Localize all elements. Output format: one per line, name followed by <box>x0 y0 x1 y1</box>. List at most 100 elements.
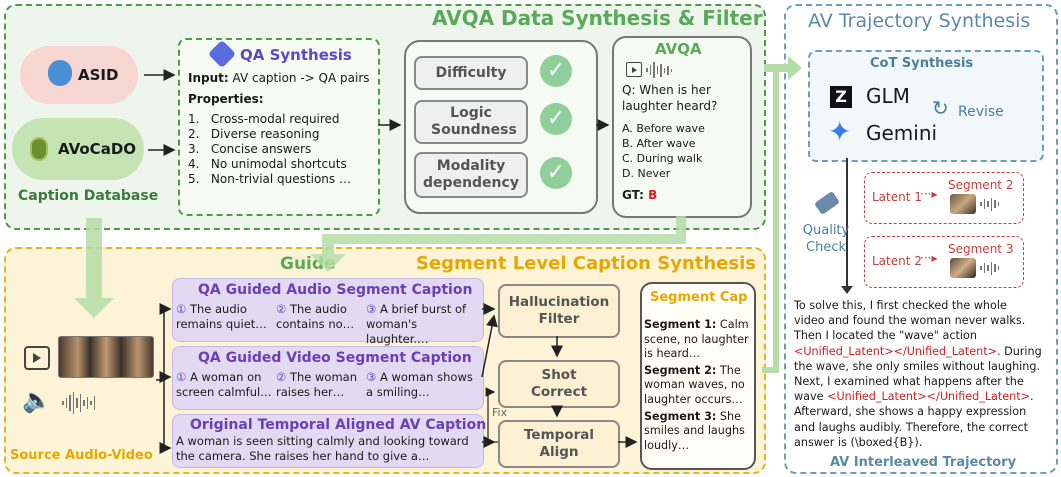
qa-input-label: Input: <box>188 71 229 85</box>
segment-cap-box <box>640 282 756 470</box>
audio-caption-box <box>172 278 484 342</box>
video-caption-title: QA Guided Video Segment Caption <box>198 350 472 366</box>
original-caption-box <box>172 414 484 468</box>
audio-caption-1: ① The audio remains quiet… <box>176 302 276 332</box>
asid-label: ASID <box>78 66 119 84</box>
revise-label: Revise <box>958 104 1004 120</box>
video-icon <box>626 62 642 77</box>
segment-cap-list: Segment 1: Calm scene, no laughter is he… <box>644 318 752 453</box>
audio-caption-3: ③ A brief burst of woman's laughter.… <box>366 302 482 347</box>
shot-correct-box: Shot Correct <box>498 360 620 408</box>
segment-caption-title: Segment Level Caption Synthesis <box>416 253 756 274</box>
video-caption-1-num: ① <box>176 370 187 384</box>
trajectory-line-5: the wave, she only smiles without laughi… <box>794 359 1041 373</box>
video-caption-3-text: A woman shows a smiling… <box>366 370 473 399</box>
avqa-gt-label: GT: <box>622 188 644 202</box>
avqa-gt: GT: B <box>622 188 657 202</box>
trajectory-title: AV Trajectory Synthesis <box>808 10 1031 32</box>
audio-caption-3-text: A brief burst of woman's laughter.… <box>366 302 467 346</box>
qa-input-text: AV caption -> QA pairs <box>232 71 370 85</box>
avqa-gt-value: B <box>648 188 658 202</box>
hallucination-filter-box: Hallucination Filter <box>498 284 620 338</box>
avqa-option-c: C. During walk <box>622 152 703 165</box>
guide-label: Guide <box>280 254 336 274</box>
segment-2-thumbnail <box>950 194 976 214</box>
avqa-option-b: B. After wave <box>622 137 696 150</box>
trajectory-text: To solve this, I first checked the whole… <box>794 298 1052 450</box>
trajectory-flow-arrowhead <box>841 286 853 294</box>
trajectory-line-1: To solve this, I first checked the whole <box>794 299 1007 312</box>
asid-badge <box>20 46 138 104</box>
revise-arrow-icon: ↻ <box>932 96 949 120</box>
trajectory-line-6: Next, I examined what happens after the <box>794 375 1024 389</box>
caption-database-label: Caption Database <box>18 188 159 204</box>
source-video-frames <box>58 336 154 378</box>
video-caption-1: ① A woman on screen calmful… <box>176 370 276 400</box>
qa-synthesis-box <box>178 38 380 216</box>
difficulty-label: Difficulty <box>435 65 507 81</box>
segment-cap-title: Segment Cap <box>650 290 748 305</box>
audio-wave-icon <box>646 61 672 79</box>
original-caption-title: Original Temporal Aligned AV Caption <box>190 417 487 433</box>
avqa-title: AVQA <box>655 40 702 58</box>
audio-caption-2-text: The audio contains no… <box>276 302 355 331</box>
trajectory-flow-line <box>846 158 848 288</box>
latent-2-label: Latent 2 <box>872 254 922 268</box>
trajectory-line-9: and laughs audibly. Therefore, the corre… <box>794 420 1029 434</box>
logic-soundness-label: Logic Soundness <box>431 105 517 138</box>
latent-1-box <box>864 172 1024 224</box>
video-caption-3: ③ A woman shows a smiling… <box>366 370 482 400</box>
temporal-align-label: Temporal Align <box>524 427 594 460</box>
video-caption-box <box>172 346 484 410</box>
segment-cap-2-label: Segment 2: <box>644 363 717 377</box>
qa-synthesis-title: QA Synthesis <box>240 46 352 64</box>
segment-cap-1: Segment 1: Calm scene, no laughter is he… <box>644 318 752 362</box>
logic-soundness-filter: Logic Soundness <box>414 100 528 144</box>
check-icon-modality: ✓ <box>540 157 572 189</box>
modality-dependency-label: Modality dependency <box>423 158 519 191</box>
video-caption-1-text: A woman on screen calmful… <box>176 370 272 399</box>
segment-cap-2: Segment 2: The woman waves, no laughter … <box>644 364 752 408</box>
audio-caption-2: ② The audio contains no… <box>276 302 368 332</box>
shot-correct-label: Shot Correct <box>530 367 588 400</box>
video-caption-3-num: ③ <box>366 370 377 384</box>
fix-label: Fix <box>492 406 508 419</box>
speaker-icon: 🔈 <box>22 386 52 414</box>
segment-cap-3-label: Segment 3: <box>644 409 717 423</box>
audio-caption-title: QA Guided Audio Segment Caption <box>198 282 473 298</box>
audio-caption-2-num: ② <box>276 302 287 316</box>
check-icon-difficulty: ✓ <box>540 55 572 87</box>
qa-property-4: 4. No unimodal shortcuts <box>188 157 347 171</box>
avqa-option-d: D. Never <box>622 167 671 180</box>
video-caption-2-num: ② <box>276 370 287 384</box>
qa-property-5: 5. Non-trivial questions … <box>188 172 351 186</box>
temporal-align-box: Temporal Align <box>498 420 620 468</box>
audio-caption-3-num: ③ <box>366 302 377 316</box>
latent-2-box <box>864 236 1024 288</box>
avocado-icon <box>30 137 48 161</box>
video-caption-2: ② The woman raises her… <box>276 370 368 400</box>
avqa-question: Q: When is her laughter heard? <box>622 83 718 113</box>
qa-properties-label: Properties: <box>188 92 264 106</box>
glm-label: GLM <box>866 84 910 108</box>
source-video-icon <box>24 346 50 370</box>
segment-cap-3: Segment 3: She smiles and laughs loudly… <box>644 410 752 454</box>
source-audio-video-label: Source Audio-Video <box>10 448 153 463</box>
trajectory-wave-prefix: wave <box>794 390 828 404</box>
original-caption-text: A woman is seen sitting calmly and looki… <box>176 434 469 463</box>
trajectory-line-8: Afterward, she shows a happy expression <box>794 405 1027 419</box>
quality-check-label: Quality Check <box>802 223 850 255</box>
segment-2-label: Segment 2 <box>948 178 1014 192</box>
trajectory-line-7: wave <Unified_Latent></Unified_Latent>. <box>794 389 1052 404</box>
video-caption-2-text: The woman raises her… <box>276 370 357 399</box>
trajectory-during: . During <box>996 344 1042 358</box>
hallucination-filter-label: Hallucination Filter <box>508 294 610 327</box>
latent-tag-1: <Unified_Latent></Unified_Latent> <box>794 344 997 358</box>
owl-icon <box>48 60 72 86</box>
qa-input-line: Input: AV caption -> QA pairs <box>188 71 370 85</box>
latent-1-label: Latent 1 <box>872 190 922 204</box>
segment-2-audio-icon <box>980 196 999 212</box>
gemini-star-icon: ✦ <box>828 115 852 148</box>
audio-caption-1-num: ① <box>176 302 187 316</box>
trajectory-footer: AV Interleaved Trajectory <box>830 455 1017 470</box>
